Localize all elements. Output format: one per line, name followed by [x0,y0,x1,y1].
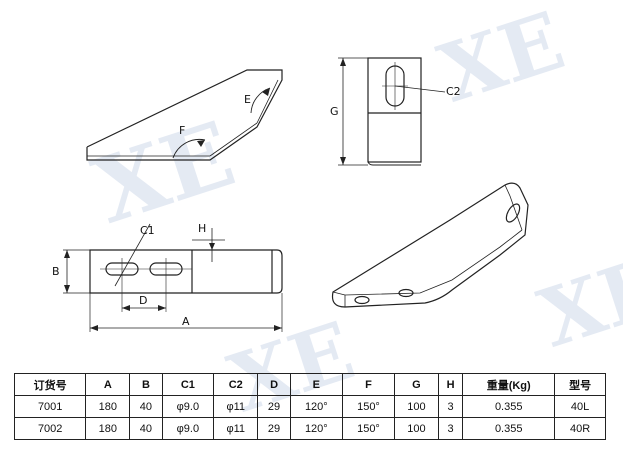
cell: 29 [257,395,291,418]
cell: 120° [289,417,343,440]
header-F: F [341,373,396,396]
front-view-bracket [63,223,283,332]
cell: 7001 [13,395,87,418]
cell: 3 [437,395,464,418]
label-B: B [52,265,60,278]
cell: 180 [85,395,131,418]
cell: φ9.0 [161,417,215,440]
cell: 40 [129,395,163,418]
label-D: D [139,294,147,307]
header-A: A [85,373,131,396]
header-B: B [129,373,163,396]
cell: 100 [394,395,439,418]
header-D: D [257,373,291,396]
cell: 180 [85,417,131,440]
spec-table: 订货号 A B C1 C2 D E F G H 重量(Kg) 型号 7001 1… [13,373,606,440]
cell: 0.355 [462,395,556,418]
cell: 120° [289,395,343,418]
header-C2: C2 [213,373,259,396]
side-view-bracket [338,57,446,166]
cell: 40 [129,417,163,440]
cell: 0.355 [462,417,556,440]
header-order-no: 订货号 [13,373,87,396]
header-G: G [394,373,439,396]
cell: 3 [437,417,464,440]
cell: 7002 [13,417,87,440]
cell: 100 [394,417,439,440]
cell: 40L [554,395,606,418]
label-C2: C2 [446,85,461,98]
label-F: F [179,124,185,137]
cell: 150° [341,395,396,418]
cell: 150° [341,417,396,440]
label-A: A [182,315,190,328]
label-H: H [198,222,206,235]
header-E: E [289,373,343,396]
label-E: E [244,93,251,106]
header-C1: C1 [161,373,215,396]
isometric-bracket [331,182,529,308]
label-G: G [330,105,339,118]
header-model: 型号 [554,373,606,396]
table-row: 7002 180 40 φ9.0 φ11 29 120° 150° 100 3 … [13,417,606,440]
cell: 29 [257,417,291,440]
cell: φ11 [213,417,259,440]
table-header-row: 订货号 A B C1 C2 D E F G H 重量(Kg) 型号 [13,373,606,396]
header-weight: 重量(Kg) [462,373,556,396]
label-C1: C1 [140,224,155,237]
cell: 40R [554,417,606,440]
header-H: H [437,373,464,396]
cell: φ9.0 [161,395,215,418]
top-view-bracket [86,69,283,161]
table-row: 7001 180 40 φ9.0 φ11 29 120° 150° 100 3 … [13,395,606,418]
cell: φ11 [213,395,259,418]
